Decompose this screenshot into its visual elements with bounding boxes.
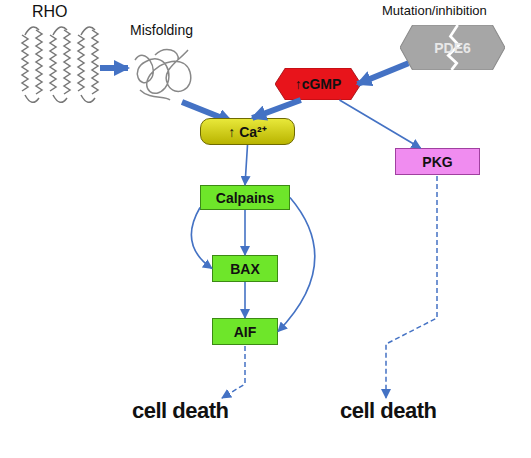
pathway-arrow [191,208,212,269]
process-box: AIF [212,318,278,345]
outcome-label: cell death [340,398,436,424]
pathway-arrow [340,100,421,148]
outcome-label: cell death [132,398,228,424]
process-box: BAX [212,255,278,282]
node-text: PDE6 [434,40,471,56]
pathway-arrow [245,145,248,185]
node-text: Calpains [216,190,274,206]
rhodopsin-helices [22,27,98,102]
node-text: ↑ Ca²⁺ [228,122,266,141]
protein-label: RHO [32,3,68,21]
hexagon-outline [400,25,505,70]
pathway-arrow [252,100,301,118]
pathway-arrow [358,63,409,84]
node-text: AIF [234,324,257,340]
state-label: Misfolding [130,22,193,38]
rho-to-misfolding-arrow [100,65,128,71]
hexagon-outline [275,68,361,100]
calcium-box: ↑ Ca²⁺ [200,118,295,145]
pathway-arrow [244,282,246,318]
pkg-death-dashed-line [386,176,437,398]
process-box: Calpains [200,185,290,210]
kinase-box: PKG [395,148,480,175]
node-text: ↑cGMP [295,76,342,92]
messenger-hexagon: ↑cGMP [275,68,361,100]
pathway-arrow [244,210,246,255]
enzyme-hexagon: PDE6 [400,25,505,70]
cause-label: Mutation/inhibition [382,3,487,18]
misfolded-protein [135,50,191,100]
pathway-arrow [278,198,315,332]
node-text: PKG [422,154,452,170]
node-text: BAX [230,261,260,277]
aif-death-dashed-line [222,346,245,398]
